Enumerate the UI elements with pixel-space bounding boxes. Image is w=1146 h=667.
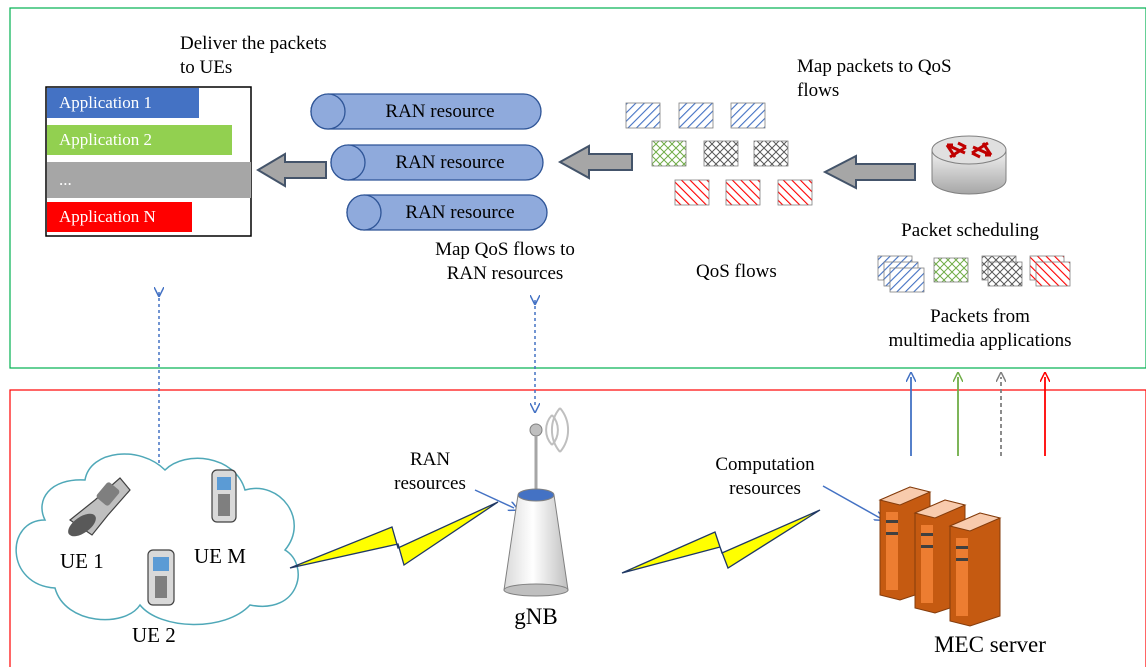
ue-gnb-lightning <box>289 501 499 569</box>
computation-resources-label: Computation resources <box>715 454 815 499</box>
ran-resource-label-2: RAN resource <box>395 152 505 173</box>
deliver-arrow <box>256 152 327 188</box>
qos-flow-green-gray-packets <box>651 140 789 167</box>
gnb-mec-lightning <box>621 509 821 574</box>
map-packets-to-qos-label: Map packets to QoS flows <box>797 56 952 101</box>
ran-resource-label-1: RAN resource <box>385 101 495 122</box>
map-qos-to-ran-label: Map QoS flows to RAN resources <box>435 239 575 284</box>
qos-flow-blue-packets <box>625 102 766 129</box>
top-panel-border <box>9 7 1146 369</box>
deliver-packets-label: Deliver the packets to UEs <box>180 33 327 78</box>
uem-phone-icon <box>211 469 237 523</box>
application-bar-1: Application 1 <box>47 88 199 118</box>
uem-label: UE M <box>194 544 246 568</box>
ran-resource-pipe-3 <box>346 194 548 231</box>
scheduled-packets <box>877 255 1071 293</box>
packets-from-label: Packets from multimedia applications <box>888 306 1072 351</box>
bottom-panel-border <box>9 389 1146 667</box>
ue2-phone-icon <box>147 549 175 606</box>
packet-scheduling-label: Packet scheduling <box>901 220 1039 241</box>
gnb-label: gNB <box>514 604 558 629</box>
map-qos-arrow <box>557 144 633 180</box>
mec-server-icon <box>878 486 1002 627</box>
computation-pointer <box>822 485 880 518</box>
ran-resources-label: RAN resources <box>394 449 466 494</box>
ran-resources-pointer <box>474 489 514 508</box>
ran-resource-pipe-1 <box>310 93 542 130</box>
application-bar-n: Application N <box>47 202 192 232</box>
qos-flow-red-packets <box>674 179 813 206</box>
application-bar-ellipsis: ... <box>47 162 251 198</box>
ue1-phone-icon <box>68 477 131 537</box>
map-packets-arrow <box>822 154 916 190</box>
application-bar-2: Application 2 <box>47 125 232 155</box>
gnb-icon <box>503 407 570 597</box>
ue1-label: UE 1 <box>60 549 104 573</box>
ue2-label: UE 2 <box>132 623 176 647</box>
ran-resource-pipe-2 <box>330 144 544 181</box>
router-icon <box>931 135 1007 195</box>
mec-server-label: MEC server <box>934 632 1046 657</box>
ran-resource-label-3: RAN resource <box>405 202 515 223</box>
qos-flows-label: QoS flows <box>696 261 777 282</box>
